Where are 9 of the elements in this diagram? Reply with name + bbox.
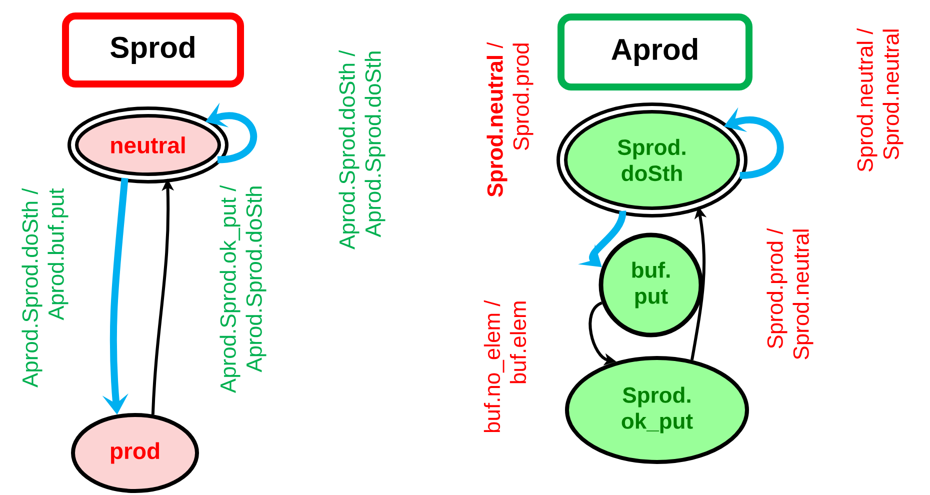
edge-label: Aprod.Sprod.ok_put / Aprod.Sprod.doSth — [220, 185, 266, 394]
edge-label: buf.no_elem / buf.elem — [484, 300, 526, 432]
edge-label: Sprod.neutral / Sprod.prod — [486, 42, 534, 197]
edge-label: Sprod.neutral / Sprod.neutral — [856, 28, 904, 172]
state-machine-title: Sprod — [62, 12, 244, 88]
edge-label: Aprod.Sprod.doSth / Aprod.buf.put — [22, 188, 68, 388]
edge-label: Aprod.Sprod.doSth / Aprod.Sprod.doSth — [338, 50, 386, 250]
state-machine-title: Aprod — [558, 14, 752, 90]
edge-label: Sprod.prod / Sprod.neutral — [766, 228, 814, 360]
